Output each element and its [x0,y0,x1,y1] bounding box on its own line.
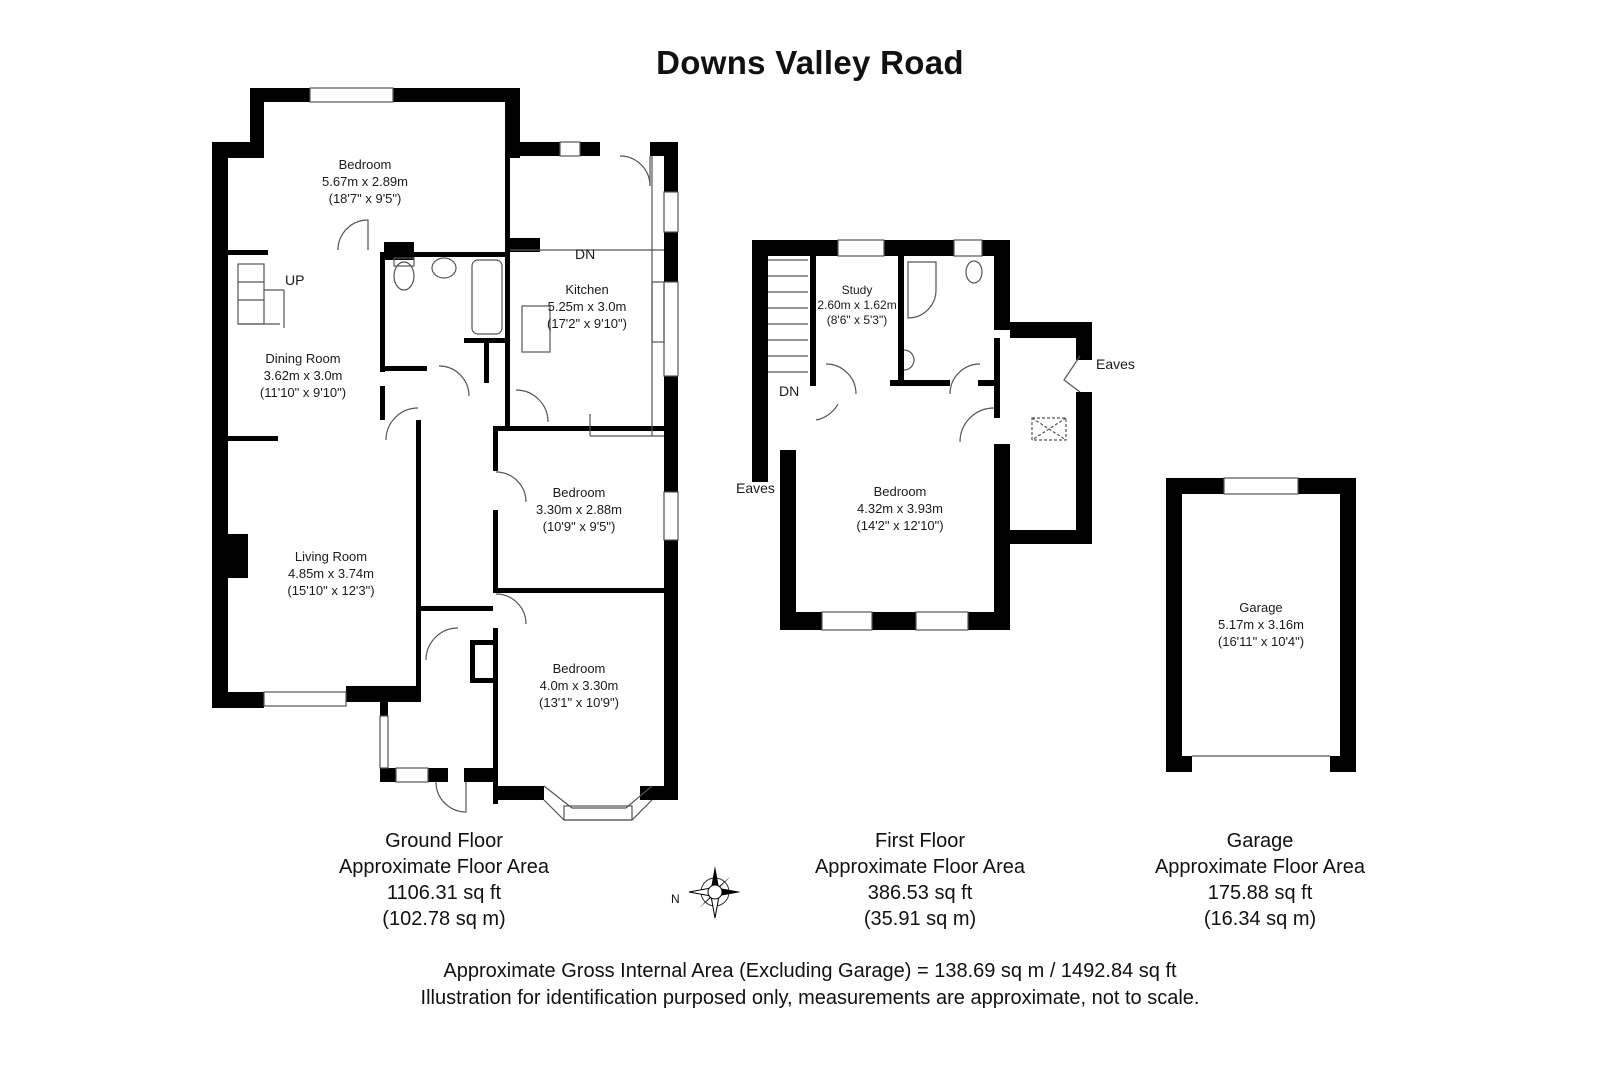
room-dimensions-imperial: (11'10" x 9'10") [259,385,347,400]
summary-floor-name: Ground Floor [385,830,503,852]
room-dimensions-metric: 4.0m x 3.30m [539,678,619,693]
room-dimensions-imperial: (16'11" x 10'4") [1217,634,1305,649]
room-name: Kitchen [565,282,609,297]
room-name: Bedroom [552,661,606,676]
room-dimensions-imperial: (10'9" x 9'5") [542,519,616,534]
summary-label: Approximate Floor Area [814,856,1026,878]
room-label-bedroom-1: Bedroom 5.67m x 2.89m (18'7" x 9'5") [322,156,408,207]
room-label-bedroom-2: Bedroom 3.30m x 2.88m (10'9" x 9'5") [536,484,622,535]
room-dimensions-metric: 4.85m x 3.74m [288,566,374,581]
room-dimensions-metric: 5.17m x 3.16m [1217,617,1304,632]
summary-sqft: 175.88 sq ft [1207,882,1313,904]
footer: Approximate Gross Internal Area (Excludi… [0,958,1620,1012]
garage-walls [1166,478,1356,772]
room-dimensions-metric: 4.32m x 3.93m [857,501,943,516]
room-name: Dining Room [265,351,341,366]
garage-summary: Garage Approximate Floor Area 175.88 sq … [1155,828,1365,932]
room-dimensions-metric: 5.25m x 3.0m [547,299,627,314]
room-dimensions-imperial: (14'2" x 12'10") [856,518,944,533]
stair-down-label-first: DN [779,383,800,399]
summary-sqm: (102.78 sq m) [382,908,506,930]
room-name: Living Room [294,549,368,564]
room-label-dining-room: Dining Room 3.62m x 3.0m (11'10" x 9'10"… [260,350,346,401]
summary-floor-name: Garage [1226,830,1294,852]
page-title: Downs Valley Road [656,44,964,81]
room-label-bedroom-4: Bedroom 4.32m x 3.93m (14'2" x 12'10") [856,483,943,534]
room-name: Bedroom [338,157,392,172]
room-dimensions-imperial: (15'10" x 12'3") [287,583,375,598]
first-floor-summary: First Floor Approximate Floor Area 386.5… [815,828,1025,932]
room-label-living-room: Living Room 4.85m x 3.74m (15'10" x 12'3… [287,548,374,599]
gross-internal-area: Approximate Gross Internal Area (Excludi… [443,960,1177,982]
room-dimensions-imperial: (18'7" x 9'5") [328,191,402,206]
eaves-label-right: Eaves [1096,356,1135,372]
garage-thin-lines [1192,477,1330,757]
ground-floor-walls [212,88,678,804]
room-dimensions-metric: 2.60m x 1.62m [817,298,897,312]
summary-sqm: (16.34 sq m) [1203,908,1317,930]
room-dimensions-metric: 3.62m x 3.0m [263,368,343,383]
compass-rose-icon [688,866,741,919]
first-floor-thin-lines [768,239,1081,631]
room-label-study: Study 2.60m x 1.62m (8'6" x 5'3") [817,283,896,328]
room-label-garage: Garage 5.17m x 3.16m (16'11" x 10'4") [1218,599,1304,650]
summary-sqft: 1106.31 sq ft [386,882,502,904]
stair-up-label: UP [285,272,305,288]
room-dimensions-imperial: (8'6" x 5'3") [826,313,888,327]
room-label-kitchen: Kitchen 5.25m x 3.0m (17'2" x 9'10") [547,281,627,332]
room-name: Garage [1239,600,1283,615]
room-dimensions-metric: 3.30m x 2.88m [536,502,622,517]
room-dimensions-metric: 5.67m x 2.89m [322,174,408,189]
eaves-label-left: Eaves [736,480,775,496]
room-dimensions-imperial: (17'2" x 9'10") [547,316,627,331]
room-name: Bedroom [552,485,606,500]
stair-down-label: DN [575,246,596,262]
ground-floor-summary: Ground Floor Approximate Floor Area 1106… [339,828,549,932]
first-floor-walls [752,240,1092,630]
summary-sqm: (35.91 sq m) [863,908,977,930]
compass-north-label: N [671,892,680,906]
room-name: Bedroom [873,484,927,499]
summary-label: Approximate Floor Area [338,856,550,878]
summary-sqft: 386.53 sq ft [867,882,973,904]
summary-label: Approximate Floor Area [1154,856,1366,878]
summary-floor-name: First Floor [874,830,965,852]
disclaimer: Illustration for identification purposed… [420,987,1200,1009]
room-dimensions-imperial: (13'1" x 10'9") [539,695,619,710]
room-label-bedroom-3: Bedroom 4.0m x 3.30m (13'1" x 10'9") [539,660,619,711]
room-name: Study [841,283,873,297]
ground-floor-thin-lines [237,87,679,821]
